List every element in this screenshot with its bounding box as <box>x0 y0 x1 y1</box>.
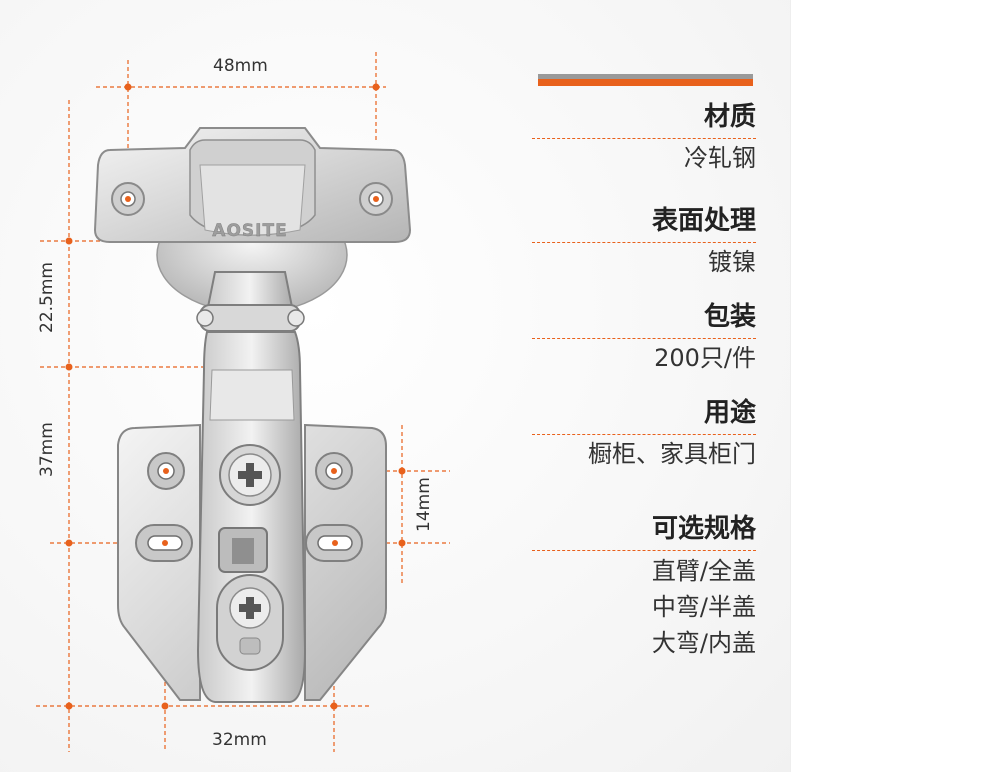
spec-value-option: 大弯/内盖 <box>651 629 756 657</box>
spec-label-surface: 表面处理 <box>651 206 756 236</box>
spec-divider <box>532 434 756 435</box>
dim-hole-spacing: 14mm <box>414 477 434 532</box>
spec-value-packaging: 200只/件 <box>654 344 756 372</box>
right-blank-strip <box>790 0 1000 772</box>
spec-divider <box>532 550 756 551</box>
spec-label-options: 可选规格 <box>651 514 756 544</box>
brand-logo: AOSITE <box>212 221 287 241</box>
spec-label-material: 材质 <box>703 102 756 132</box>
spec-label-packaging: 包装 <box>703 302 756 332</box>
dim-upper-height: 22.5mm <box>37 262 57 333</box>
spec-value-option: 中弯/半盖 <box>651 593 756 621</box>
dim-lower-height: 37mm <box>37 422 57 477</box>
spec-divider <box>532 338 756 339</box>
plate-round-holes <box>147 452 353 490</box>
product-photo-area <box>0 0 790 772</box>
spec-label-usage: 用途 <box>703 398 756 428</box>
spec-divider <box>532 138 756 139</box>
spec-accent-bar <box>538 74 753 86</box>
spec-panel: 材质 冷轧钢 表面处理 镀镍 包装 200只/件 用途 橱柜、家具柜门 可选规格… <box>532 70 756 670</box>
spec-value-usage: 橱柜、家具柜门 <box>588 440 756 468</box>
spec-value-surface: 镀镍 <box>708 248 756 276</box>
hinge-diagram: AOSITE <box>36 52 450 752</box>
hinge-mounting-plate <box>117 423 387 701</box>
spec-value-material: 冷轧钢 <box>684 144 756 172</box>
adjustment-screw-upper <box>219 444 281 506</box>
plate-slot-holes <box>135 524 363 562</box>
dim-top-width: 48mm <box>213 56 268 76</box>
dimension-lines <box>36 52 450 752</box>
top-plate-holes <box>111 182 393 216</box>
dimension-dots <box>65 83 406 710</box>
spec-divider <box>532 242 756 243</box>
spec-value-option: 直臂/全盖 <box>651 557 756 585</box>
adjustment-screw-lower <box>216 574 284 671</box>
dim-bottom-width: 32mm <box>212 730 267 750</box>
